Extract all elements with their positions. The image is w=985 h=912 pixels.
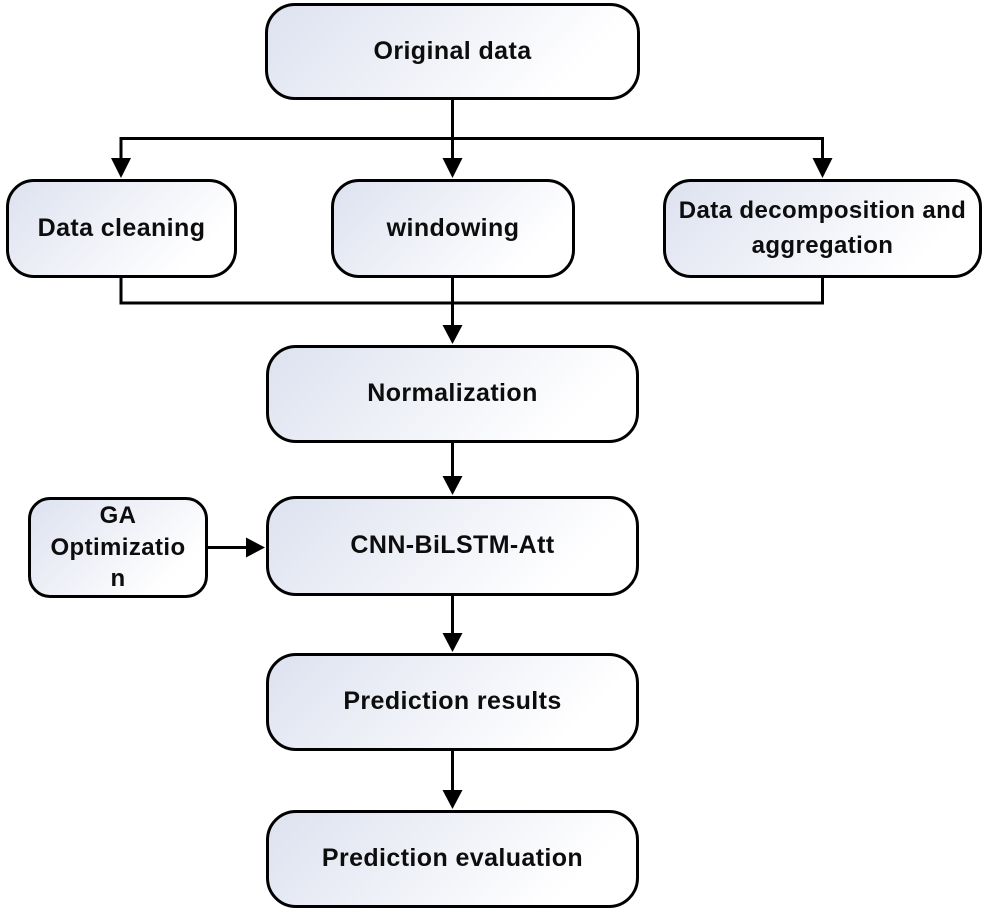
arrowhead-ga-to-cnn [246, 537, 265, 558]
node-prediction-evaluation-label: Prediction evaluation [321, 844, 584, 873]
node-decomposition-label-line2: aggregation [751, 231, 894, 259]
node-ga-label-line3: n [110, 565, 126, 593]
node-ga-optimization: GA Optimizatio n [28, 497, 208, 598]
connector-merge-horizontal [119, 277, 824, 305]
arrowhead-to-data-cleaning [111, 158, 131, 178]
arrowhead-to-cnn [442, 476, 463, 495]
node-data-decomposition-aggregation: Data decomposition and aggregation [663, 179, 982, 278]
node-ga-label-line1: GA [99, 502, 137, 529]
arrowhead-to-decomposition [812, 158, 833, 178]
arrowhead-to-results [442, 633, 463, 652]
node-data-cleaning-label: Data cleaning [37, 213, 206, 242]
arrowhead-to-normalization [442, 325, 463, 344]
node-prediction-results: Prediction results [266, 653, 639, 751]
node-original-data: Original data [265, 3, 640, 100]
node-ga-label-line2: Optimizatio [50, 533, 186, 561]
node-prediction-evaluation: Prediction evaluation [266, 810, 639, 908]
node-normalization-label: Normalization [367, 379, 538, 408]
node-windowing: windowing [331, 179, 575, 278]
arrowhead-to-evaluation [442, 790, 463, 809]
node-cnn-bilstm-att: CNN-BiLSTM-Att [266, 496, 639, 596]
node-original-data-label: Original data [373, 36, 532, 65]
node-decomposition-label-line1: Data decomposition and [678, 196, 967, 224]
node-normalization: Normalization [266, 345, 639, 443]
arrowhead-to-windowing [442, 158, 463, 178]
connector-branch-horizontal [119, 137, 824, 160]
node-data-cleaning: Data cleaning [6, 179, 237, 278]
node-windowing-label: windowing [386, 213, 520, 242]
node-prediction-results-label: Prediction results [343, 687, 562, 716]
node-cnn-label: CNN-BiLSTM-Att [350, 531, 555, 560]
